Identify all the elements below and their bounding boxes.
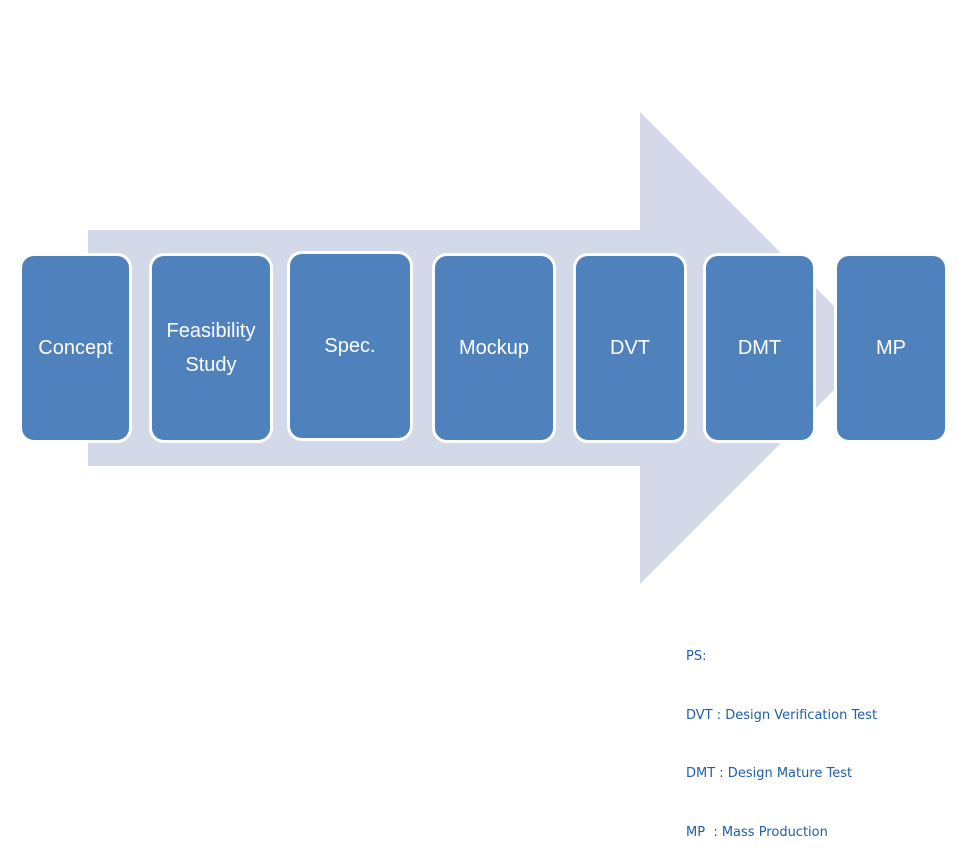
note-line-dmt: DMT : Design Mature Test [686, 766, 853, 781]
stage-label-mp: MP [876, 337, 906, 359]
stage-mockup: Mockup [432, 253, 556, 443]
note-line-mp: MP : Mass Production [686, 824, 828, 840]
stage-concept: Concept [19, 253, 132, 443]
note-line-dvt: DVT : Design Verification Test [686, 707, 878, 723]
stage-feasibility-study: Feasibility Study [149, 253, 273, 443]
notes-heading: PS: [686, 649, 707, 664]
abbreviation-notes: PS: DVT : Design Verification Test DMT :… [686, 608, 877, 862]
stage-dmt: DMT [703, 253, 816, 443]
stage-spec: Spec. [287, 251, 413, 441]
stage-label-dmt: DMT [737, 337, 782, 359]
stage-label-spec: Spec. [324, 335, 376, 357]
stage-mp: MP [834, 253, 948, 443]
stage-label-mockup: Mockup [458, 337, 530, 359]
stage-label-dvt: DVT [610, 337, 650, 359]
stage-label-feasibility-study: Feasibility Study [166, 320, 256, 376]
stage-label-concept: Concept [38, 337, 113, 359]
stage-dvt: DVT [573, 253, 687, 443]
